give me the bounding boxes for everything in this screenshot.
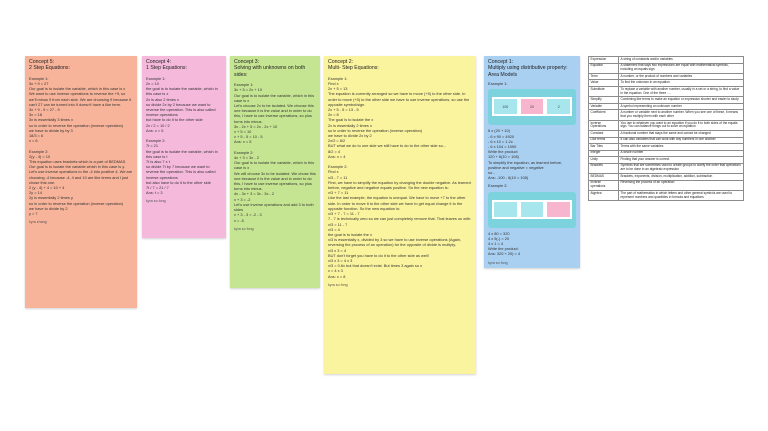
note-body: Example 1: Find x 2x + 5 = 13 The equati…: [328, 75, 472, 279]
glossary-definition: A number or variable next to another num…: [618, 109, 744, 121]
glossary-term: Inverse operations: [588, 179, 619, 191]
note-title-text: Concept 1: Multiply using distributive p…: [488, 59, 568, 78]
glossary-definition: Symbols that are sometimes used to creat…: [618, 162, 744, 175]
area-example-2-label: Example 2:: [488, 183, 508, 189]
area-model-2-bar: [492, 199, 572, 219]
note-title-text: Concept 3: Solving with unknowns on both…: [234, 59, 306, 78]
note-title: Concept 5: 2 Step Equations:: [29, 59, 133, 72]
note-title: Concept 1: Multiply using distributive p…: [488, 59, 576, 78]
glossary-definition: A statement that says two expressions ar…: [618, 62, 744, 74]
glossary-definition: A number, or the product of numbers and …: [618, 72, 744, 81]
glossary-term: Substitute: [588, 85, 619, 98]
note-concept-3[interactable]: Concept 3: Solving with unknowns on both…: [230, 56, 320, 288]
note-body: Example 1: 3x + 9 = 27 Our goal is to is…: [29, 75, 133, 217]
note-title-text: Concept 4: 1 Step Equations:: [146, 59, 187, 72]
glossary-definition: You use to whatever you want to an equat…: [618, 119, 744, 132]
note-author: kyra so fong: [488, 260, 508, 265]
note-title: Concept 3: Solving with unknowns on both…: [234, 59, 316, 78]
area-model-1-bar: 100 20 2: [492, 97, 572, 117]
area-example-2-text: 4 x 80 = 320 4 x 5(-) = 20 4 x 1 = 4 Wri…: [488, 230, 521, 257]
glossary-definition: To replace a variable with another numbe…: [618, 85, 744, 98]
note-title-text: Concept 2: Multi- Step Equations:: [328, 59, 379, 72]
area-segment: 20: [520, 99, 544, 115]
note-title-text: Concept 5: 2 Step Equations:: [29, 59, 70, 72]
glossary-definition: Reversing the process of an operation: [618, 179, 744, 191]
note-author: kyra zhang: [29, 220, 47, 225]
area-model-1: 100 20 2: [488, 89, 576, 126]
note-author: kyra so fong: [146, 199, 166, 204]
area-segment: 100: [494, 99, 517, 115]
glossary-term: Coefficient: [588, 109, 619, 121]
glossary-term: Equation: [588, 62, 619, 74]
area-example-1-label: Example 1:: [488, 81, 508, 87]
area-example-1-text: 6 x (20 + 10) - 6 x 90 = 4920 - 6 x 10 =…: [488, 128, 563, 181]
note-concept-4[interactable]: Concept 4: 1 Step Equations: Example 1: …: [142, 56, 226, 238]
glossary-definition: Combining like terms to make an equation…: [618, 96, 744, 104]
note-author: kyra so fong: [328, 282, 348, 287]
area-segment: [520, 201, 544, 217]
glossary-term: Inverse Operations: [588, 119, 619, 132]
area-model-2: [488, 191, 576, 228]
note-body: Example 1: 3x + 5 = 2x + 10 Our goal is …: [234, 82, 316, 223]
area-segment: [547, 201, 571, 217]
note-concept-5[interactable]: Concept 5: 2 Step Equations: Example 1: …: [25, 56, 137, 308]
glossary-definition: The part of mathematics in which letters…: [618, 189, 744, 202]
note-body: Example 1: 2x = 10 the goal is to isolat…: [146, 75, 218, 196]
note-title: Concept 4: 1 Step Equations:: [146, 59, 222, 72]
note-title: Concept 2: Multi- Step Equations:: [328, 59, 472, 72]
glossary-term: Algebra: [588, 189, 619, 202]
note-concept-1[interactable]: Concept 1: Multiply using distributive p…: [484, 56, 580, 268]
area-segment: 2: [547, 99, 571, 115]
note-concept-2[interactable]: Concept 2: Multi- Step Equations: Exampl…: [324, 56, 476, 374]
note-author: kyra so fong: [234, 226, 254, 231]
area-segment: [494, 201, 517, 217]
glossary-term: Brackets: [588, 162, 619, 175]
